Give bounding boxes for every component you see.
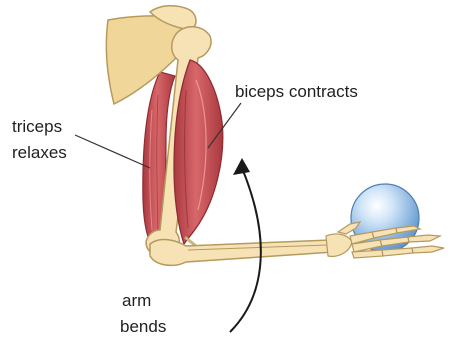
triceps-label-line2: relaxes: [12, 143, 67, 162]
forearm-bones: [150, 240, 334, 266]
biceps-label: biceps contracts: [235, 82, 358, 101]
arm-bends-label-line2: bends: [120, 317, 166, 336]
triceps-leader-line: [75, 135, 150, 168]
bend-arrow-head: [233, 158, 250, 175]
scapula: [106, 16, 185, 104]
arm-bends-label-line1: arm: [122, 291, 151, 310]
triceps-label-line1: triceps: [12, 117, 62, 136]
